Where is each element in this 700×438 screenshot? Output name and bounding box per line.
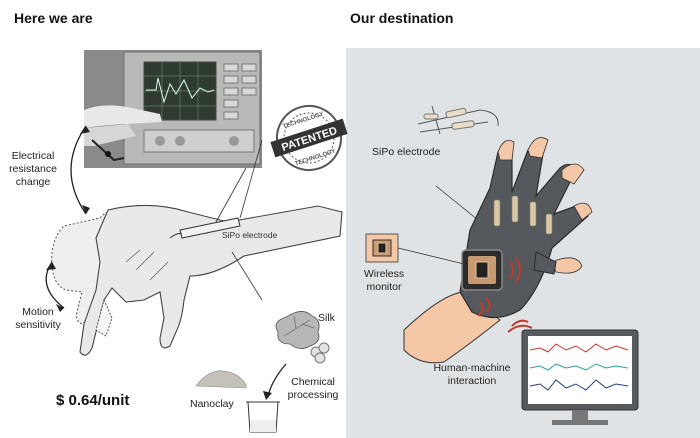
oscilloscope-photo — [84, 50, 262, 168]
silk-leaf-icon — [275, 311, 330, 364]
wireless-signal-icon — [477, 257, 533, 333]
label-resistance: Electrical resistance change — [9, 150, 57, 188]
label-nanoclay: Nanoclay — [190, 398, 234, 410]
nanoclay-pile-icon — [195, 370, 247, 389]
label-hmi: Human-machine interaction — [433, 362, 511, 387]
left-heading: Here we are — [14, 10, 93, 26]
computer-monitor-icon — [521, 329, 639, 425]
thumb-tip — [551, 257, 583, 274]
right-heading: Our destination — [350, 10, 454, 26]
wireless-monitor-icon — [365, 233, 399, 263]
label-chemical: Chemical processing — [287, 376, 339, 401]
fingertip-2 — [527, 137, 549, 159]
label-wireless: Wireless monitor — [363, 268, 405, 293]
fingertip-1 — [497, 139, 515, 161]
label-sipo-left: SiPo electrode — [222, 230, 278, 240]
fingertip-3 — [561, 163, 585, 185]
fingertip-4 — [573, 202, 593, 221]
thumb-glove — [533, 251, 557, 275]
price-label: $ 0.64/unit — [56, 392, 130, 409]
sipo-electrode-icon — [417, 105, 499, 135]
hand-illustration — [79, 204, 343, 356]
beaker-icon — [246, 401, 280, 433]
finger-sensor — [95, 298, 113, 337]
label-motion: Motion sensitivity — [15, 306, 61, 331]
label-silk: Silk — [318, 312, 335, 324]
glove-chip-icon — [461, 249, 503, 291]
wrist-electrode-strip — [179, 217, 241, 239]
label-sipo-right: SiPo electrode — [372, 146, 441, 158]
